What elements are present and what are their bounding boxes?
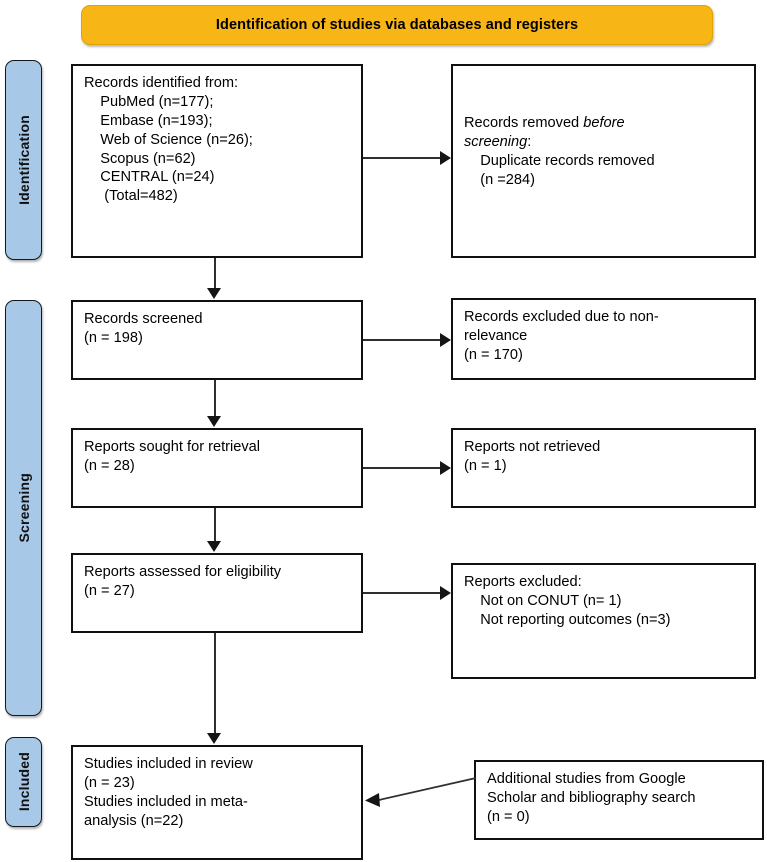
box-studies-included-text: Studies included in review (n = 23) Stud…	[84, 756, 253, 829]
box-reports-assessed-text: Reports assessed for eligibility (n = 27…	[84, 564, 282, 599]
phase-bar-screening: Screening	[5, 300, 42, 716]
arrowhead-identified-to-removed	[440, 151, 451, 165]
box-records-identified: Records identified from: PubMed (n=177);…	[71, 64, 363, 258]
connector-additional-to-included	[365, 777, 477, 807]
records-removed-line1-prefix: Records removed	[464, 115, 584, 131]
phase-label-included: Included	[15, 752, 32, 812]
box-reports-excluded: Reports excluded: Not on CONUT (n= 1) No…	[451, 563, 756, 679]
phase-label-screening: Screening	[15, 473, 32, 543]
banner-identification-header: Identification of studies via databases …	[81, 5, 713, 45]
box-records-removed-text: Records removed before screening: Duplica…	[464, 114, 748, 190]
box-records-screened-text: Records screened (n = 198)	[84, 311, 203, 346]
banner-title: Identification of studies via databases …	[215, 17, 579, 33]
box-reports-not-retrieved: Reports not retrieved (n = 1)	[451, 428, 756, 508]
arrowhead-screened-to-sought	[207, 416, 221, 427]
arrowhead-sought-to-assessed	[207, 541, 221, 552]
records-removed-duplicates: Duplicate records removed (n =284)	[480, 152, 655, 188]
arrowhead-assessed-to-included	[207, 733, 221, 744]
box-reports-sought-for-retrieval: Reports sought for retrieval (n = 28)	[71, 428, 363, 508]
arrowhead-screened-to-excluded	[440, 333, 451, 347]
box-additional-studies-text: Additional studies from Google Scholar a…	[487, 771, 696, 825]
box-additional-studies: Additional studies from Google Scholar a…	[474, 760, 764, 840]
box-records-removed-before-screening: Records removed before screening: Duplica…	[451, 64, 756, 258]
box-reports-not-retrieved-text: Reports not retrieved (n = 1)	[464, 439, 601, 474]
box-studies-included: Studies included in review (n = 23) Stud…	[71, 745, 363, 860]
phase-bar-identification: Identification	[5, 60, 42, 260]
box-reports-assessed-for-eligibility: Reports assessed for eligibility (n = 27…	[71, 553, 363, 633]
connector-screened-to-sought	[214, 380, 216, 417]
box-records-identified-text: Records identified from: PubMed (n=177);…	[84, 75, 253, 205]
box-reports-excluded-text: Reports excluded: Not on CONUT (n= 1) No…	[464, 574, 671, 628]
records-removed-italic-screening: screening	[464, 133, 528, 150]
box-records-excluded-text: Records excluded due to non- relevance (…	[464, 309, 659, 363]
connector-assessed-to-reports-excluded	[363, 592, 441, 594]
box-records-screened: Records screened (n = 198)	[71, 300, 363, 380]
connector-identified-to-screened	[214, 258, 216, 289]
phase-label-identification: Identification	[15, 115, 32, 205]
arrowhead-identified-to-screened	[207, 288, 221, 299]
phase-bar-included: Included	[5, 737, 42, 827]
connector-assessed-to-included	[214, 633, 216, 734]
records-removed-italic-before: before	[583, 115, 625, 131]
connector-identified-to-removed	[363, 157, 441, 159]
connector-additional-line	[378, 777, 477, 801]
box-records-excluded-non-relevance: Records excluded due to non- relevance (…	[451, 298, 756, 380]
records-removed-colon: :	[527, 133, 532, 150]
connector-sought-to-not-retrieved	[363, 467, 441, 469]
connector-sought-to-assessed	[214, 508, 216, 542]
arrowhead-assessed-to-reports-excluded	[440, 586, 451, 600]
arrowhead-sought-to-not-retrieved	[440, 461, 451, 475]
connector-screened-to-excluded	[363, 339, 441, 341]
box-reports-sought-text: Reports sought for retrieval (n = 28)	[84, 439, 261, 474]
arrowhead-additional-to-included	[365, 793, 380, 807]
